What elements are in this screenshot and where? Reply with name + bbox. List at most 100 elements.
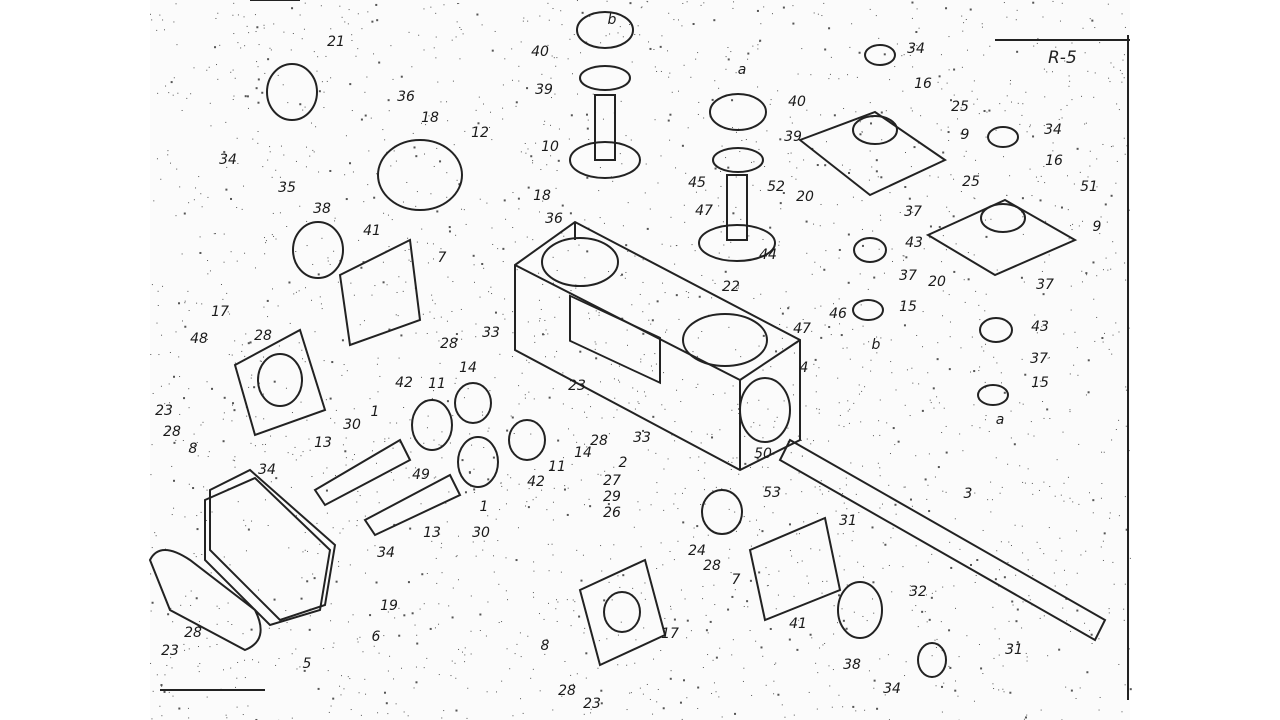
- speckle: [330, 417, 332, 419]
- speckle: [349, 162, 352, 165]
- speckle: [678, 318, 680, 320]
- speckle: [1076, 572, 1078, 574]
- speckle: [1042, 401, 1044, 403]
- part-label: 34: [377, 545, 395, 561]
- speckle: [361, 28, 363, 30]
- speckle: [183, 643, 185, 645]
- speckle: [1080, 554, 1082, 556]
- speckle: [387, 713, 389, 715]
- speckle: [223, 150, 226, 153]
- speckle: [433, 390, 435, 392]
- speckle: [640, 7, 642, 9]
- speckle: [455, 556, 457, 558]
- speckle: [1075, 697, 1077, 699]
- speckle: [1027, 468, 1029, 470]
- speckle: [1006, 16, 1008, 18]
- speckle: [505, 503, 507, 505]
- speckle: [798, 533, 800, 535]
- speckle: [787, 427, 789, 429]
- speckle: [181, 320, 183, 322]
- speckle: [426, 427, 428, 429]
- speckle: [452, 80, 454, 82]
- speckle: [584, 627, 586, 629]
- speckle: [406, 181, 408, 183]
- speckle: [231, 624, 233, 626]
- part-label: 6: [371, 629, 381, 645]
- speckle: [304, 549, 306, 551]
- speckle: [160, 684, 163, 687]
- speckle: [1096, 316, 1098, 318]
- speckle: [382, 129, 384, 131]
- speckle: [789, 550, 791, 552]
- speckle: [877, 462, 879, 464]
- gasket-19: [204, 476, 332, 627]
- speckle: [298, 290, 300, 292]
- speckle: [312, 149, 314, 151]
- speckle: [1122, 59, 1124, 61]
- part-label: 37: [1030, 351, 1048, 367]
- speckle: [290, 486, 292, 488]
- speckle: [359, 324, 361, 326]
- speckle: [1110, 194, 1113, 197]
- speckle: [423, 667, 425, 669]
- speckle: [634, 408, 636, 410]
- speckle: [795, 619, 797, 621]
- speckle: [341, 339, 344, 342]
- speckle: [942, 235, 944, 237]
- speckle: [677, 508, 679, 510]
- speckle: [963, 155, 965, 157]
- part-label: 25: [951, 99, 969, 115]
- speckle: [269, 47, 271, 49]
- speckle: [836, 622, 838, 624]
- speckle: [397, 383, 399, 385]
- part-label: 42: [395, 375, 413, 391]
- speckle: [201, 206, 203, 208]
- speckle: [714, 604, 716, 606]
- speckle: [441, 431, 443, 433]
- speckle: [263, 27, 265, 29]
- speckle: [1021, 525, 1023, 527]
- speckle: [450, 675, 452, 677]
- speckle: [269, 151, 271, 153]
- speckle: [760, 293, 762, 295]
- speckle: [628, 402, 630, 404]
- part-label: 15: [899, 299, 917, 315]
- speckle: [246, 25, 248, 27]
- speckle: [1012, 604, 1014, 606]
- speckle: [737, 287, 739, 289]
- speckle: [1016, 50, 1019, 53]
- speckle: [673, 559, 675, 561]
- speckle: [845, 627, 848, 630]
- speckle: [782, 348, 784, 350]
- speckle: [882, 542, 884, 544]
- speckle: [533, 48, 535, 50]
- speckle: [230, 197, 233, 200]
- speckle: [307, 550, 309, 552]
- speckle: [933, 407, 935, 409]
- speckle: [267, 58, 270, 61]
- part-label: 37: [899, 268, 917, 284]
- speckle: [473, 468, 475, 470]
- speckle: [412, 132, 414, 134]
- speckle: [254, 267, 256, 269]
- speckle: [757, 458, 759, 460]
- speckle: [940, 129, 942, 131]
- speckle: [1026, 714, 1028, 716]
- speckle: [909, 54, 911, 56]
- speckle: [245, 525, 247, 527]
- speckle: [653, 658, 655, 660]
- speckle: [223, 233, 225, 235]
- speckle: [871, 166, 873, 168]
- speckle: [333, 642, 335, 644]
- speckle: [398, 357, 400, 359]
- speckle: [838, 424, 840, 426]
- speckle: [1060, 494, 1062, 496]
- speckle: [653, 48, 655, 50]
- speckle: [629, 2, 632, 5]
- speckle: [283, 31, 285, 33]
- speckle: [998, 638, 1000, 640]
- speckle: [1014, 524, 1016, 526]
- speckle: [1030, 421, 1032, 423]
- speckle: [973, 197, 975, 199]
